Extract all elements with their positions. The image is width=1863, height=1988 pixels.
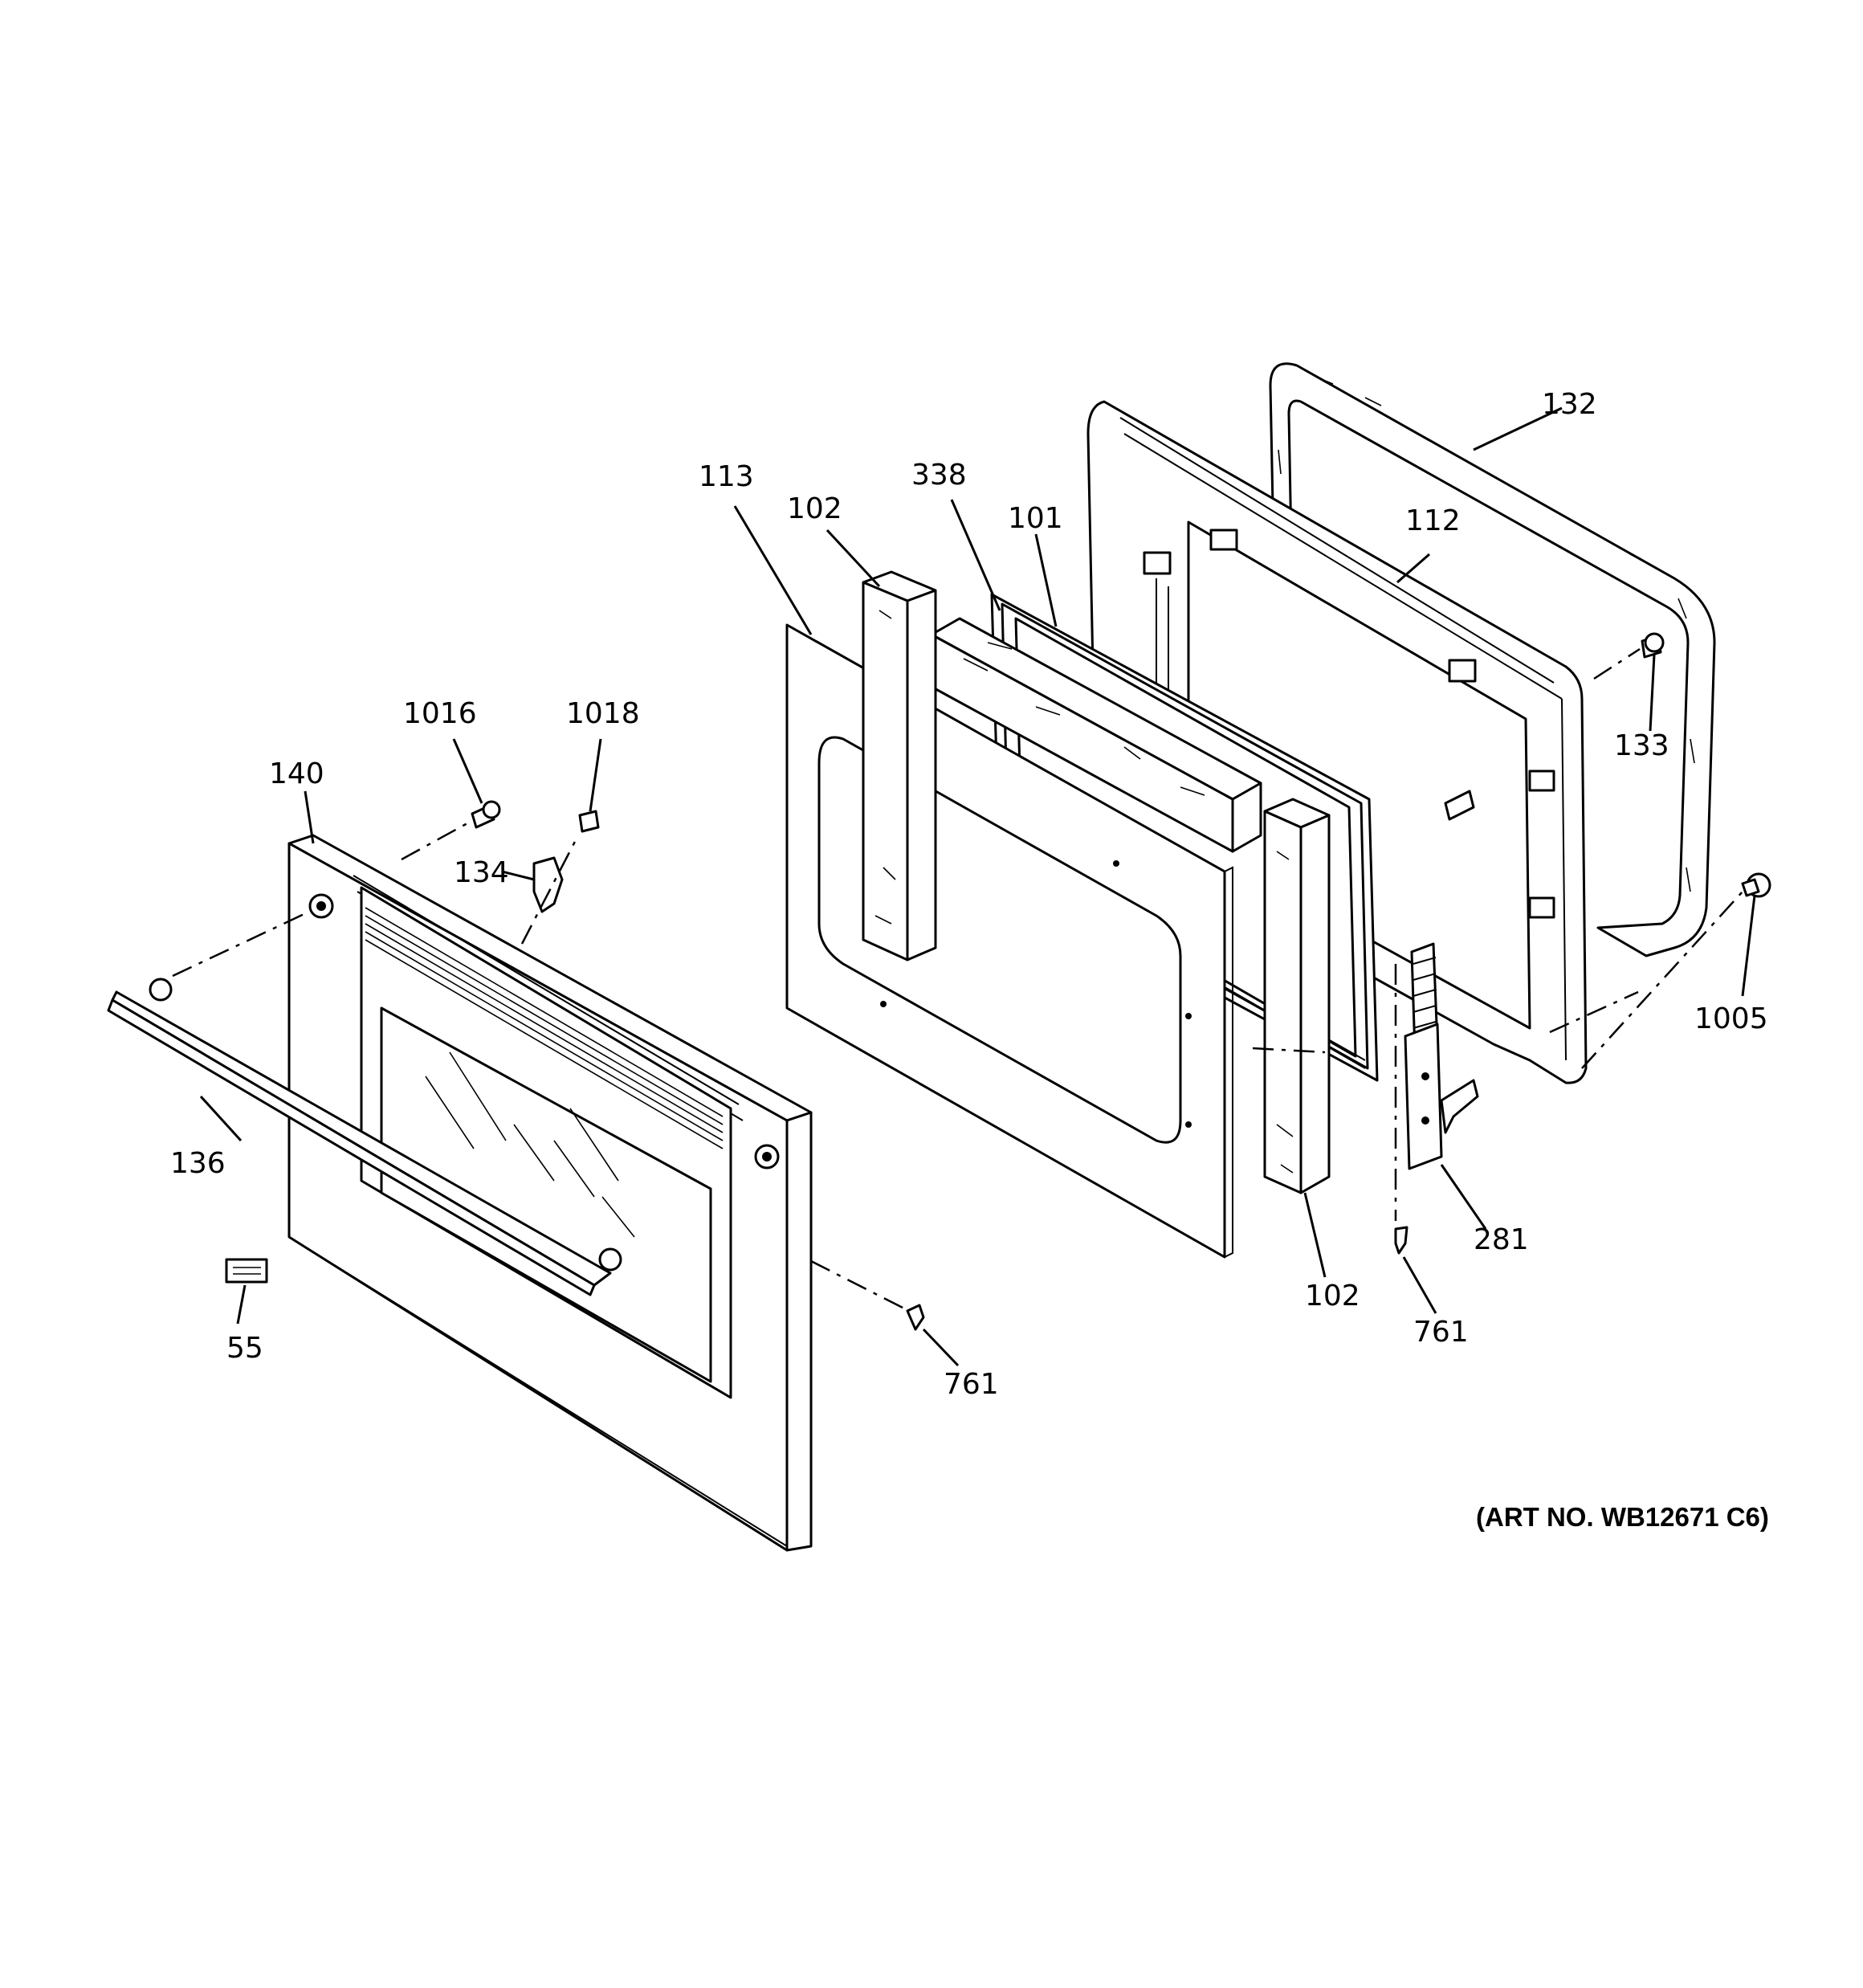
callout-1005: 1005	[1694, 1002, 1768, 1035]
screw-761-left	[906, 1304, 925, 1331]
alignment-lines	[172, 647, 1743, 1311]
inner-door-frame-112	[1086, 400, 1588, 1084]
clip-134	[532, 856, 564, 913]
callout-labels: 132 112 113 102 338 101 133 1016 1018 14…	[170, 388, 1769, 1532]
screw-1016	[471, 800, 501, 829]
insulation-strip-102-bottom	[1263, 798, 1331, 1194]
screw-133	[1641, 632, 1665, 659]
art-number: (ART NO. WB12671 C6)	[1476, 1502, 1769, 1532]
callout-1018: 1018	[566, 697, 640, 730]
insulation-block-338	[930, 617, 1262, 853]
callout-134: 134	[454, 856, 509, 889]
callout-101: 101	[1008, 502, 1063, 535]
callout-1016: 1016	[403, 697, 477, 730]
callout-281: 281	[1474, 1223, 1529, 1256]
hinge-281	[1404, 942, 1479, 1170]
screw-1005	[1741, 872, 1771, 898]
callout-133: 133	[1614, 729, 1669, 762]
badge-55	[225, 1258, 268, 1284]
callout-113: 113	[699, 460, 754, 493]
screw-1018	[578, 810, 600, 833]
screw-761-right	[1394, 1226, 1408, 1255]
callout-55: 55	[226, 1332, 263, 1365]
callout-112: 112	[1405, 504, 1461, 537]
door-handle-136	[107, 978, 622, 1296]
callout-102-top: 102	[787, 492, 842, 525]
callout-761-right: 761	[1413, 1316, 1469, 1349]
callout-338: 338	[911, 459, 967, 492]
leader-lines	[199, 406, 1756, 1367]
callout-140: 140	[269, 757, 324, 790]
callout-761-left: 761	[944, 1368, 999, 1401]
callout-132: 132	[1542, 388, 1597, 421]
insulation-strip-102-top	[862, 570, 937, 961]
callout-102-bottom: 102	[1305, 1280, 1360, 1312]
outer-door-140	[287, 834, 813, 1552]
frame-hinge-brackets	[1143, 529, 1555, 919]
callout-136: 136	[170, 1147, 226, 1180]
